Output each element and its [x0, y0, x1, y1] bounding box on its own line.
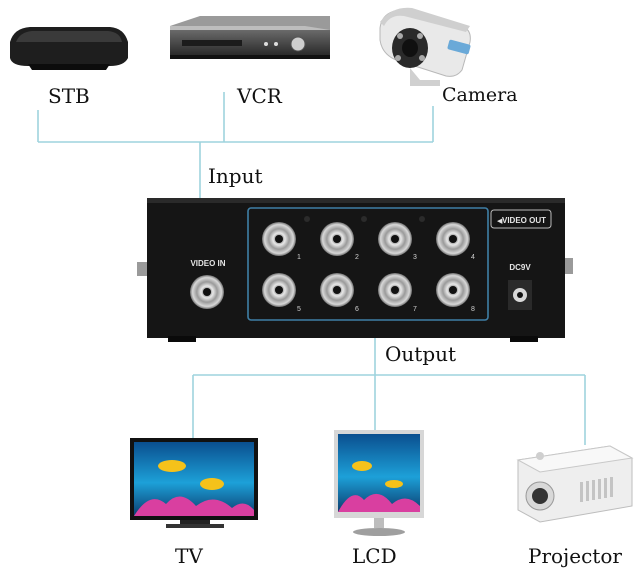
output-label: Output — [385, 342, 457, 366]
port-number: 5 — [297, 306, 301, 313]
tv-device-icon — [130, 438, 258, 528]
port-number: 6 — [355, 306, 359, 313]
port-number-labels: 1 2 3 4 5 6 7 8 — [297, 254, 475, 313]
vcr-label: VCR — [237, 84, 282, 108]
camera-label: Camera — [442, 84, 518, 106]
stb-device-icon — [10, 27, 128, 70]
port-number: 1 — [297, 254, 301, 261]
video-splitter-device — [137, 198, 573, 342]
power-label: DC9V — [509, 263, 531, 272]
camera-device-icon — [379, 7, 471, 86]
port-number: 2 — [355, 254, 359, 261]
input-label: Input — [208, 164, 263, 188]
projector-icon — [516, 445, 634, 523]
video-in-label: VIDEO IN — [190, 259, 225, 268]
vcr-device-icon — [170, 16, 330, 59]
video-out-connectors — [262, 222, 470, 307]
port-number: 3 — [413, 254, 417, 261]
video-out-arrow-icon: ◀ — [497, 217, 503, 225]
lcd-monitor-icon — [334, 430, 424, 536]
port-number: 8 — [471, 306, 475, 313]
lcd-label: LCD — [352, 544, 397, 568]
video-out-label: VIDEO OUT — [502, 216, 546, 225]
video-in-connector — [190, 275, 224, 309]
stb-label: STB — [48, 84, 90, 108]
port-number: 7 — [413, 306, 417, 313]
tv-label: TV — [175, 544, 203, 568]
projector-label: Projector — [528, 544, 622, 568]
port-number: 4 — [471, 254, 475, 261]
